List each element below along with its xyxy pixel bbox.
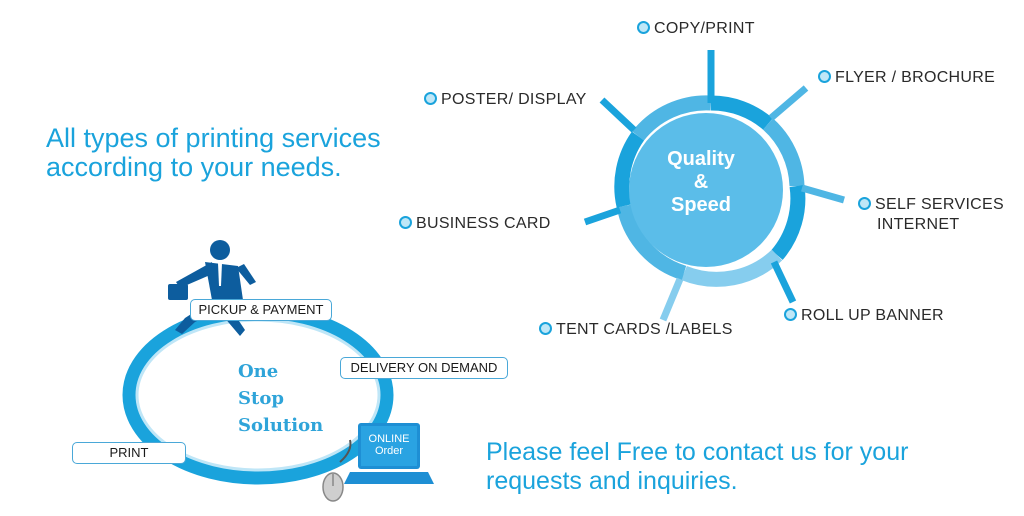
- service-label: SELF SERVICES: [875, 196, 1004, 213]
- step-delivery-on-demand: DELIVERY ON DEMAND: [340, 357, 508, 379]
- tagline-line-2: according to your needs.: [46, 152, 342, 182]
- wheel-segment-5: [616, 204, 687, 281]
- step-pickup-payment: PICKUP & PAYMENT: [190, 299, 332, 321]
- service-label: ROLL UP BANNER: [801, 307, 944, 324]
- bullet-icon: [539, 322, 552, 335]
- service-flyer-brochure: FLYER / BROCHURE: [818, 69, 995, 87]
- tagline: All types of printing services according…: [46, 124, 381, 182]
- service-label: COPY/PRINT: [654, 20, 755, 37]
- bullet-icon: [424, 92, 437, 105]
- mouse-icon: [322, 439, 352, 502]
- connector-poster: [599, 97, 637, 133]
- bullet-icon: [399, 216, 412, 229]
- online-line-1: ONLINE: [368, 433, 410, 445]
- tie-icon: [218, 263, 222, 286]
- online-line-2: Order: [374, 445, 404, 457]
- center-line-ampersand: &: [693, 171, 709, 193]
- contact-message: Please feel Free to contact us for your …: [486, 438, 908, 496]
- wheel-center-disc: [629, 113, 783, 267]
- bullet-icon: [858, 197, 871, 210]
- service-label: BUSINESS CARD: [416, 215, 551, 232]
- connector-business-card: [583, 206, 622, 226]
- step-print: PRINT: [72, 442, 186, 464]
- wheel-center-text: Quality & Speed: [636, 148, 766, 217]
- wheel-segment-6: [614, 131, 645, 208]
- wheel-segment-1: [710, 95, 773, 130]
- wheel-connectors: [583, 50, 845, 322]
- bullet-icon: [784, 308, 797, 321]
- service-self-services: SELF SERVICES: [858, 196, 1004, 214]
- online-order-label: ONLINE Order: [363, 433, 415, 457]
- bullet-icon: [637, 21, 650, 34]
- service-label: FLYER / BROCHURE: [835, 69, 996, 86]
- service-label: INTERNET: [877, 216, 960, 233]
- bullet-icon: [818, 70, 831, 83]
- service-copy-print: COPY/PRINT: [637, 20, 755, 38]
- wheel-segment-2: [762, 118, 805, 187]
- contact-line-2: requests and inquiries.: [486, 467, 738, 495]
- connector-roll-up: [770, 260, 797, 304]
- wheel-segment-3: [771, 184, 806, 260]
- connector-flyer: [768, 85, 809, 121]
- connector-self-services: [801, 184, 845, 204]
- oss-line-stop: Stop: [238, 388, 284, 409]
- service-business-card: BUSINESS CARD: [399, 215, 551, 233]
- tagline-line-1: All types of printing services: [46, 123, 381, 153]
- service-roll-up-banner: ROLL UP BANNER: [784, 307, 944, 325]
- laptop-icon: [344, 423, 434, 484]
- contact-line-1: Please feel Free to contact us for your: [486, 438, 909, 466]
- service-label: POSTER/ DISPLAY: [441, 91, 587, 108]
- wheel-segment-4: [681, 249, 783, 287]
- center-line-quality: Quality: [667, 148, 735, 170]
- oss-line-solution: Solution: [238, 415, 324, 436]
- wheel-segment-7: [632, 95, 712, 141]
- oss-line-one: One: [238, 361, 279, 382]
- service-label: TENT CARDS /LABELS: [556, 321, 733, 338]
- center-line-speed: Speed: [670, 194, 732, 216]
- service-internet: INTERNET: [877, 216, 959, 234]
- service-tent-cards-labels: TENT CARDS /LABELS: [539, 321, 733, 339]
- service-poster-display: POSTER/ DISPLAY: [424, 91, 587, 109]
- connector-tent-cards: [659, 277, 684, 322]
- quality-speed-wheel: [614, 95, 806, 287]
